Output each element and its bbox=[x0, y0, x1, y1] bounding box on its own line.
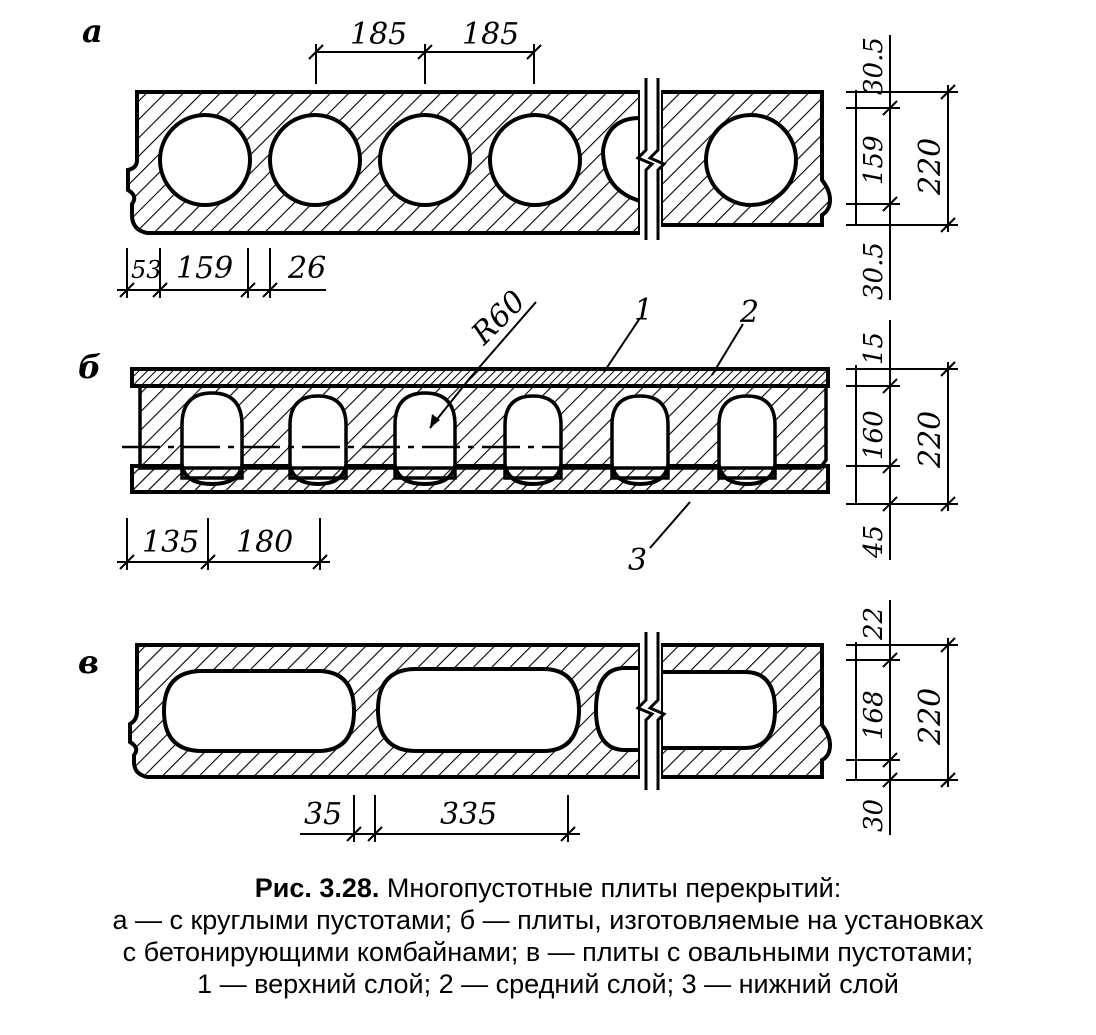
caption-title: Многопустотные плиты перекрытий: bbox=[379, 873, 842, 903]
slab-b-top-layer bbox=[130, 367, 830, 388]
dim-c-right-top: 22 bbox=[859, 607, 889, 641]
dim-a-total: 220 bbox=[913, 138, 948, 196]
slab-a-partial-void bbox=[600, 115, 642, 204]
callout-layer-2: 2 bbox=[739, 295, 759, 330]
section-c-label: в bbox=[78, 643, 99, 681]
callout-radius: R60 bbox=[464, 284, 532, 352]
dim-a-top-pitch-2: 185 bbox=[462, 17, 519, 52]
radius-arrowhead bbox=[430, 414, 440, 428]
slab-a-break-line bbox=[635, 78, 655, 240]
dim-a-void: 159 bbox=[176, 251, 233, 286]
dim-a-top bbox=[308, 44, 542, 84]
dim-a-bottom bbox=[117, 248, 326, 298]
dim-a-right bbox=[846, 35, 958, 300]
caption-figure-number: Рис. 3.28. bbox=[254, 873, 380, 903]
dim-a-right-top: 30.5 bbox=[859, 37, 889, 95]
slab-a-break-line bbox=[647, 78, 667, 240]
dim-b-right bbox=[846, 320, 958, 560]
section-a: а 185 185 bbox=[82, 12, 958, 300]
slab-c-body bbox=[128, 643, 833, 779]
slab-c-partial-void bbox=[593, 666, 642, 752]
caption-line-1: Рис. 3.28. Многопустотные плиты перекрыт… bbox=[0, 872, 1096, 904]
caption-line-3: с бетонирующими комбайнами; в — плиты с … bbox=[122, 937, 974, 967]
dim-b-total: 220 bbox=[913, 411, 948, 469]
dim-a-top-pitch-1: 185 bbox=[350, 17, 407, 52]
figure-caption: Рис. 3.28. Многопустотные плиты перекрыт… bbox=[0, 872, 1096, 1000]
dim-a-right-void: 159 bbox=[859, 135, 889, 185]
dim-b-right-top: 15 bbox=[859, 332, 889, 365]
section-a-label: а bbox=[82, 12, 103, 50]
dim-a-edge: 53 bbox=[131, 256, 162, 284]
section-b: б R60 1 2 3 135 bbox=[78, 284, 958, 578]
slab-a-body bbox=[126, 90, 833, 235]
section-b-label: б bbox=[78, 348, 101, 386]
dim-b-right-bottom: 45 bbox=[859, 525, 889, 559]
dim-b-right-mid: 160 bbox=[859, 410, 889, 460]
dim-c-right-void: 168 bbox=[859, 690, 889, 740]
slab-diagram: а 185 185 bbox=[78, 12, 958, 842]
dim-b-pitch: 180 bbox=[236, 525, 293, 560]
dim-b-bottom bbox=[117, 518, 330, 570]
slab-c-break-line bbox=[647, 632, 667, 790]
dim-c-bottom bbox=[300, 795, 580, 842]
dim-c-void: 335 bbox=[440, 797, 497, 832]
caption-line-2: а — с круглыми пустотами; б — плиты, изг… bbox=[112, 905, 984, 935]
caption-line-4: 1 — верхний слой; 2 — средний слой; 3 — … bbox=[197, 969, 899, 999]
dim-c-right-bottom: 30 bbox=[859, 799, 889, 832]
dim-b-edge: 135 bbox=[142, 525, 199, 560]
dim-c-total: 220 bbox=[913, 688, 948, 746]
dim-c-rib: 35 bbox=[304, 797, 342, 832]
dim-a-right-bottom: 30.5 bbox=[859, 242, 889, 300]
slab-c-break-line bbox=[635, 632, 655, 790]
dim-c-right bbox=[846, 600, 958, 835]
slab-b-bottom-layer bbox=[130, 464, 830, 494]
callout-layer-3: 3 bbox=[628, 543, 647, 578]
dim-a-rib: 26 bbox=[287, 251, 326, 286]
callout-layer-1: 1 bbox=[634, 293, 653, 328]
callout-lines-b bbox=[429, 301, 744, 549]
section-c: в 35 335 bbox=[78, 600, 958, 842]
